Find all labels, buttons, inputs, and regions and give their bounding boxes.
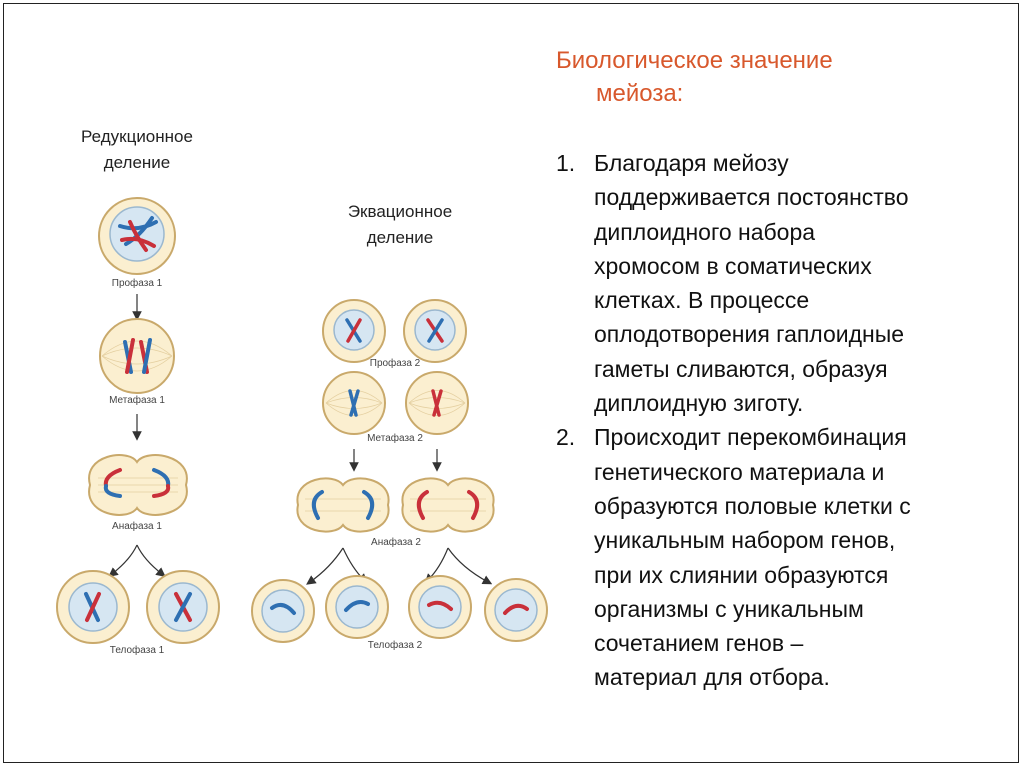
telophase1-cell-right: [146, 570, 220, 644]
metaphase2-cell-left: [322, 371, 386, 435]
list-item: 2. Происходит перекомбинация генетическо…: [556, 420, 996, 694]
list-item-line: клетках. В процессе: [594, 287, 810, 314]
list-item-line: гаметы сливаются, образуя: [594, 355, 888, 382]
list-item-line: оплодотворения гаплоидные: [594, 321, 905, 348]
list-item-line: диплоидного набора: [594, 218, 816, 245]
metaphase1-cell: [99, 318, 175, 394]
slide-title-line2: мейоза:: [596, 80, 684, 107]
list-item-line: Благодаря мейозу: [594, 150, 789, 176]
list-item-line: материал для отбора.: [594, 664, 830, 691]
stage-label-telophase2: Телофаза 2: [367, 640, 423, 651]
telophase2-cell-3: [408, 575, 472, 639]
list-item-line: диплоидную зиготу.: [594, 390, 804, 417]
anaphase1-cell: [88, 454, 188, 516]
list-item-line: поддерживается постоянство: [594, 184, 909, 211]
prophase2-cell-left: [322, 299, 386, 363]
list-item-line: уникальным набором генов,: [594, 527, 896, 554]
slide-title: Биологическое значение мейоза:: [556, 44, 833, 110]
slide-title-line1: Биологическое значение: [556, 47, 833, 74]
stage-label-metaphase1: Метафаза 1: [109, 395, 165, 406]
stage-label-metaphase2: Метафаза 2: [367, 433, 423, 444]
stage-label-telophase1: Телофаза 1: [109, 645, 165, 656]
list-item-number: 2.: [556, 424, 576, 451]
reductional-label-line1: Редукционное: [81, 127, 193, 146]
equational-label-line2: деление: [366, 228, 434, 247]
list-item-line: организмы с уникальным: [594, 595, 864, 622]
telophase2-cell-1: [251, 579, 315, 643]
stage-label-anaphase2: Анафаза 2: [371, 537, 421, 548]
anaphase2-cell-right: [401, 477, 495, 533]
list-item: 1. Благодаря мейозу поддерживается посто…: [556, 146, 996, 420]
significance-list: 1. Благодаря мейозу поддерживается посто…: [556, 146, 996, 695]
list-item-line: образуются половые клетки с: [594, 492, 911, 519]
stage-label-prophase1: Профаза 1: [111, 278, 163, 289]
reductional-division-label: Редукционное деление: [52, 124, 222, 176]
anaphase2-cell-left: [296, 477, 390, 533]
telophase2-cell-2: [325, 575, 389, 639]
list-item-line: Происходит перекомбинация: [594, 424, 907, 451]
reductional-label-line2: деление: [103, 153, 171, 172]
equational-label-line1: Эквационное: [347, 202, 453, 221]
equational-division-label: Эквационное деление: [315, 199, 485, 251]
list-item-number: 1.: [556, 150, 576, 176]
slide-frame: [3, 3, 1019, 763]
stage-label-anaphase1: Анафаза 1: [112, 521, 162, 532]
prophase1-cell: [98, 197, 176, 275]
stage-label-prophase2: Профаза 2: [369, 358, 421, 369]
telophase1-cell-left: [56, 570, 130, 644]
telophase2-cell-4: [484, 578, 548, 642]
metaphase2-cell-right: [405, 371, 469, 435]
list-item-line: хромосом в соматических: [594, 252, 872, 279]
list-item-line: сочетанием генов –: [594, 630, 804, 657]
list-item-line: при их слиянии образуются: [594, 561, 889, 588]
list-item-line: генетического материала и: [594, 458, 885, 485]
prophase2-cell-right: [403, 299, 467, 363]
